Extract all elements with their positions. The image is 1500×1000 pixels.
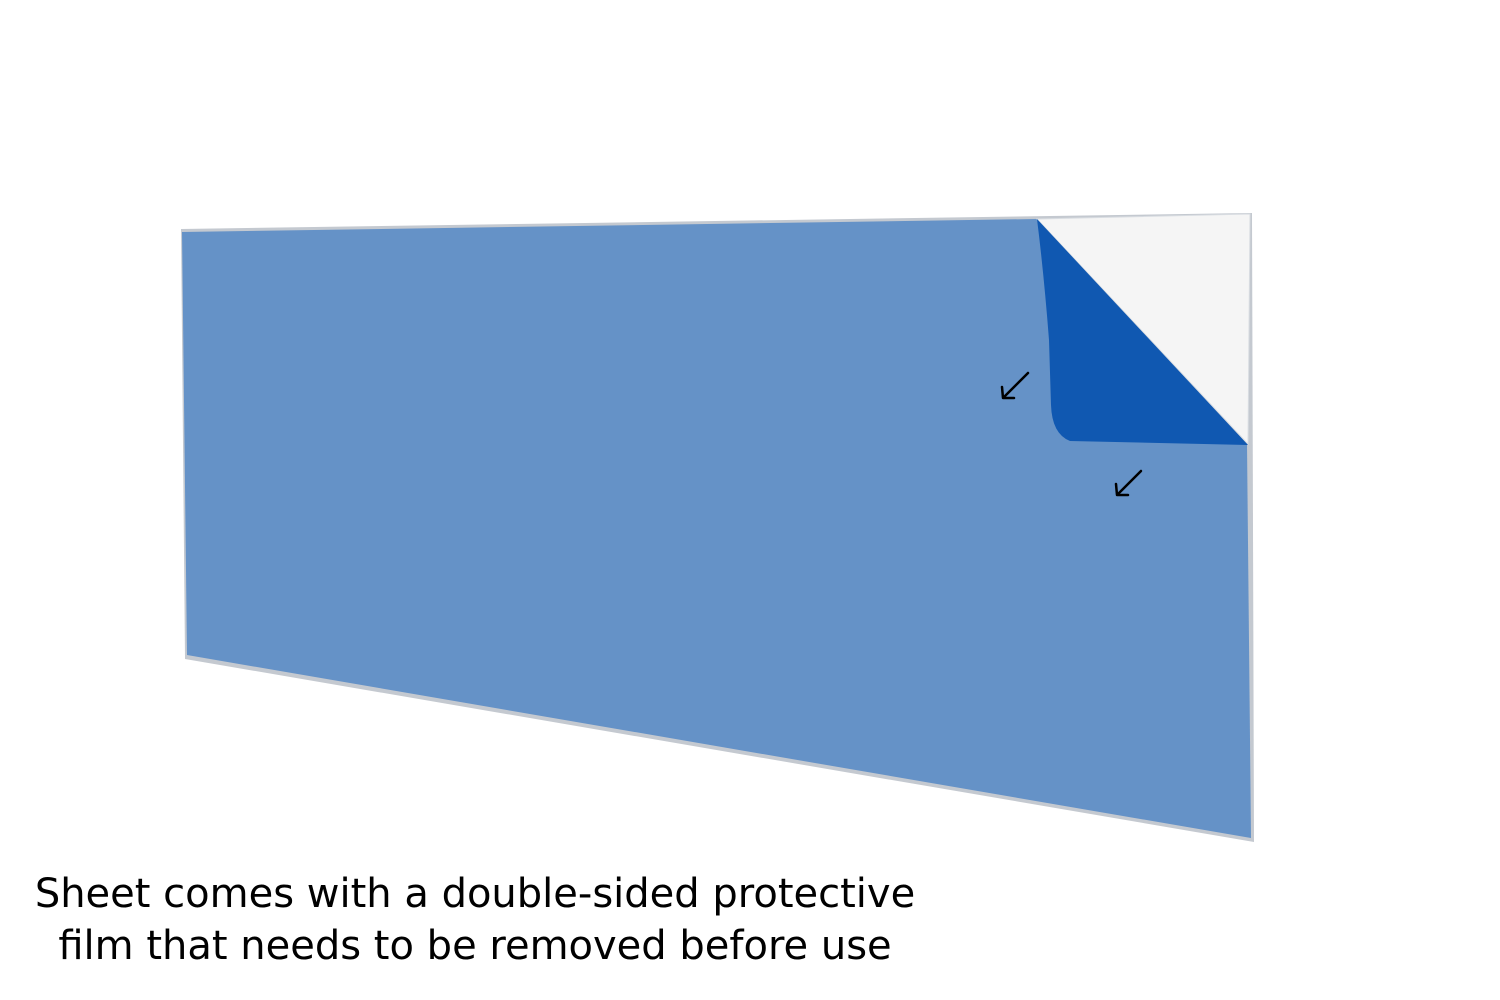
caption-line-2: film that needs to be removed before use	[58, 923, 892, 969]
caption: Sheet comes with a double-sided protecti…	[20, 868, 930, 972]
exposed-sheet-corner	[1035, 213, 1251, 446]
arrow-down-left-icon	[1000, 371, 1030, 400]
arrow-down-left-icon	[1114, 469, 1143, 497]
protective-film	[182, 219, 1251, 838]
caption-line-1: Sheet comes with a double-sided protecti…	[34, 871, 916, 917]
peeled-film-flap	[1037, 219, 1248, 445]
